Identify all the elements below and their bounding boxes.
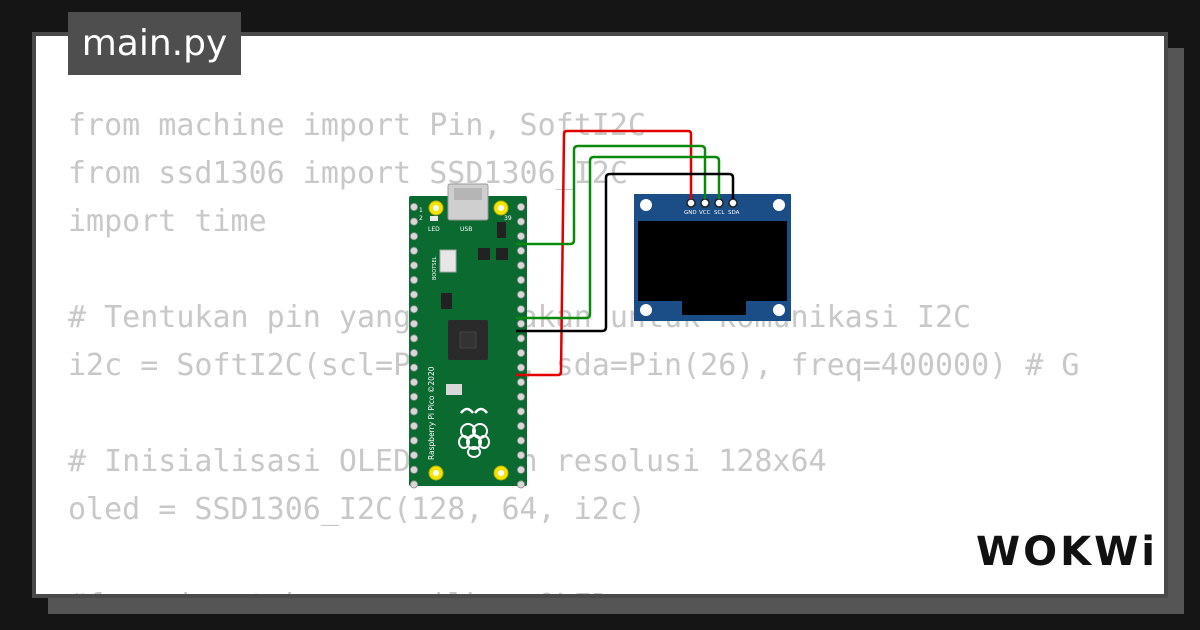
pin-pad[interactable] — [409, 217, 418, 226]
oled-module[interactable]: GND VCC SCL SDA — [634, 194, 791, 321]
pin-pad[interactable] — [409, 480, 418, 489]
oled-screen — [638, 221, 787, 301]
code-line: import time — [68, 204, 267, 239]
pin-pad[interactable] — [409, 392, 418, 401]
pin-pad[interactable] — [409, 451, 418, 460]
pin-pad[interactable] — [409, 334, 418, 343]
wire-gnd[interactable] — [516, 129, 693, 377]
pin-pad[interactable] — [409, 465, 418, 474]
pin-pad[interactable] — [409, 232, 418, 241]
pin-pad[interactable] — [409, 436, 418, 445]
wire-scl[interactable] — [516, 155, 721, 320]
code-line: from machine import Pin, SoftI2C — [68, 108, 646, 143]
oled-pin[interactable] — [714, 198, 724, 208]
pin-pad[interactable] — [517, 319, 526, 328]
pin-pad[interactable] — [409, 246, 418, 255]
pin-pad[interactable] — [517, 217, 526, 226]
code-line: oled = SSD1306_I2C(128, 64, i2c) — [68, 492, 646, 527]
pin-pad[interactable] — [517, 334, 526, 343]
pin-pad[interactable] — [517, 407, 526, 416]
component — [478, 248, 490, 260]
pin-pad[interactable] — [517, 261, 526, 270]
pin-label: 39 — [504, 215, 512, 222]
wire-vcc[interactable] — [516, 144, 707, 246]
pin-pad[interactable] — [517, 480, 526, 489]
pico-board[interactable]: 1 2 39 LED USB BOOTSEL Raspberry Pi Pico… — [409, 183, 527, 489]
board-name: Raspberry Pi Pico ©2020 — [427, 366, 436, 460]
raspberry-logo-icon — [458, 407, 490, 458]
pin-pad[interactable] — [409, 421, 418, 430]
bootsel-label: BOOTSEL — [432, 256, 438, 280]
pin-pad[interactable] — [409, 290, 418, 299]
mounting-hole — [640, 199, 652, 211]
usb-label: USB — [460, 226, 472, 233]
pin-pad[interactable] — [517, 378, 526, 387]
pin-pad[interactable] — [409, 202, 418, 211]
oled-pin[interactable] — [728, 198, 738, 208]
wokwi-logo: WOKWi — [976, 529, 1158, 575]
pin-pad[interactable] — [409, 319, 418, 328]
mounting-hole — [773, 304, 785, 316]
pin-pad[interactable] — [517, 348, 526, 357]
pin-pad[interactable] — [517, 451, 526, 460]
pin-pad[interactable] — [409, 378, 418, 387]
debug-pad — [446, 384, 462, 395]
pin-pad[interactable] — [517, 465, 526, 474]
pin-pad[interactable] — [517, 436, 526, 445]
pin-pad[interactable] — [517, 232, 526, 241]
pin-pad[interactable] — [517, 290, 526, 299]
oled-ribbon — [682, 301, 746, 315]
pin-pad[interactable] — [409, 305, 418, 314]
code-line: # Inisialisasi OLED dengan resolusi 128x… — [68, 444, 827, 479]
pin-pad[interactable] — [517, 392, 526, 401]
file-tab[interactable]: main.py — [68, 12, 241, 75]
oled-pin-label: SDA — [728, 210, 740, 216]
component — [496, 248, 508, 260]
oled-pin[interactable] — [700, 198, 710, 208]
bootsel-button[interactable] — [439, 249, 457, 273]
led-label: LED — [428, 226, 440, 233]
pin-pad[interactable] — [409, 363, 418, 372]
pin-label: 2 — [419, 215, 423, 222]
oled-pin[interactable] — [686, 198, 696, 208]
pin-headers[interactable] — [409, 202, 526, 489]
wire-sda[interactable] — [516, 172, 735, 333]
pin-pad[interactable] — [517, 202, 526, 211]
pin-pad[interactable] — [517, 305, 526, 314]
oled-pin-label: SCL — [714, 210, 725, 216]
pin-pad[interactable] — [409, 275, 418, 284]
oled-pin-label: GND — [684, 210, 697, 216]
pin-pad[interactable] — [517, 246, 526, 255]
oled-pin-label: VCC — [699, 210, 711, 216]
led — [430, 216, 438, 221]
pin-pad[interactable] — [517, 275, 526, 284]
code-line: #fungsi untuk menampilkan OLED — [68, 582, 1079, 594]
pin-label: 1 — [419, 207, 423, 214]
mounting-hole — [773, 199, 785, 211]
pin-pad[interactable] — [517, 421, 526, 430]
component — [441, 293, 452, 309]
pin-pad[interactable] — [517, 363, 526, 372]
pin-pad[interactable] — [409, 348, 418, 357]
pin-pad[interactable] — [409, 407, 418, 416]
pin-pad[interactable] — [409, 261, 418, 270]
mounting-hole — [640, 304, 652, 316]
component — [497, 222, 506, 238]
